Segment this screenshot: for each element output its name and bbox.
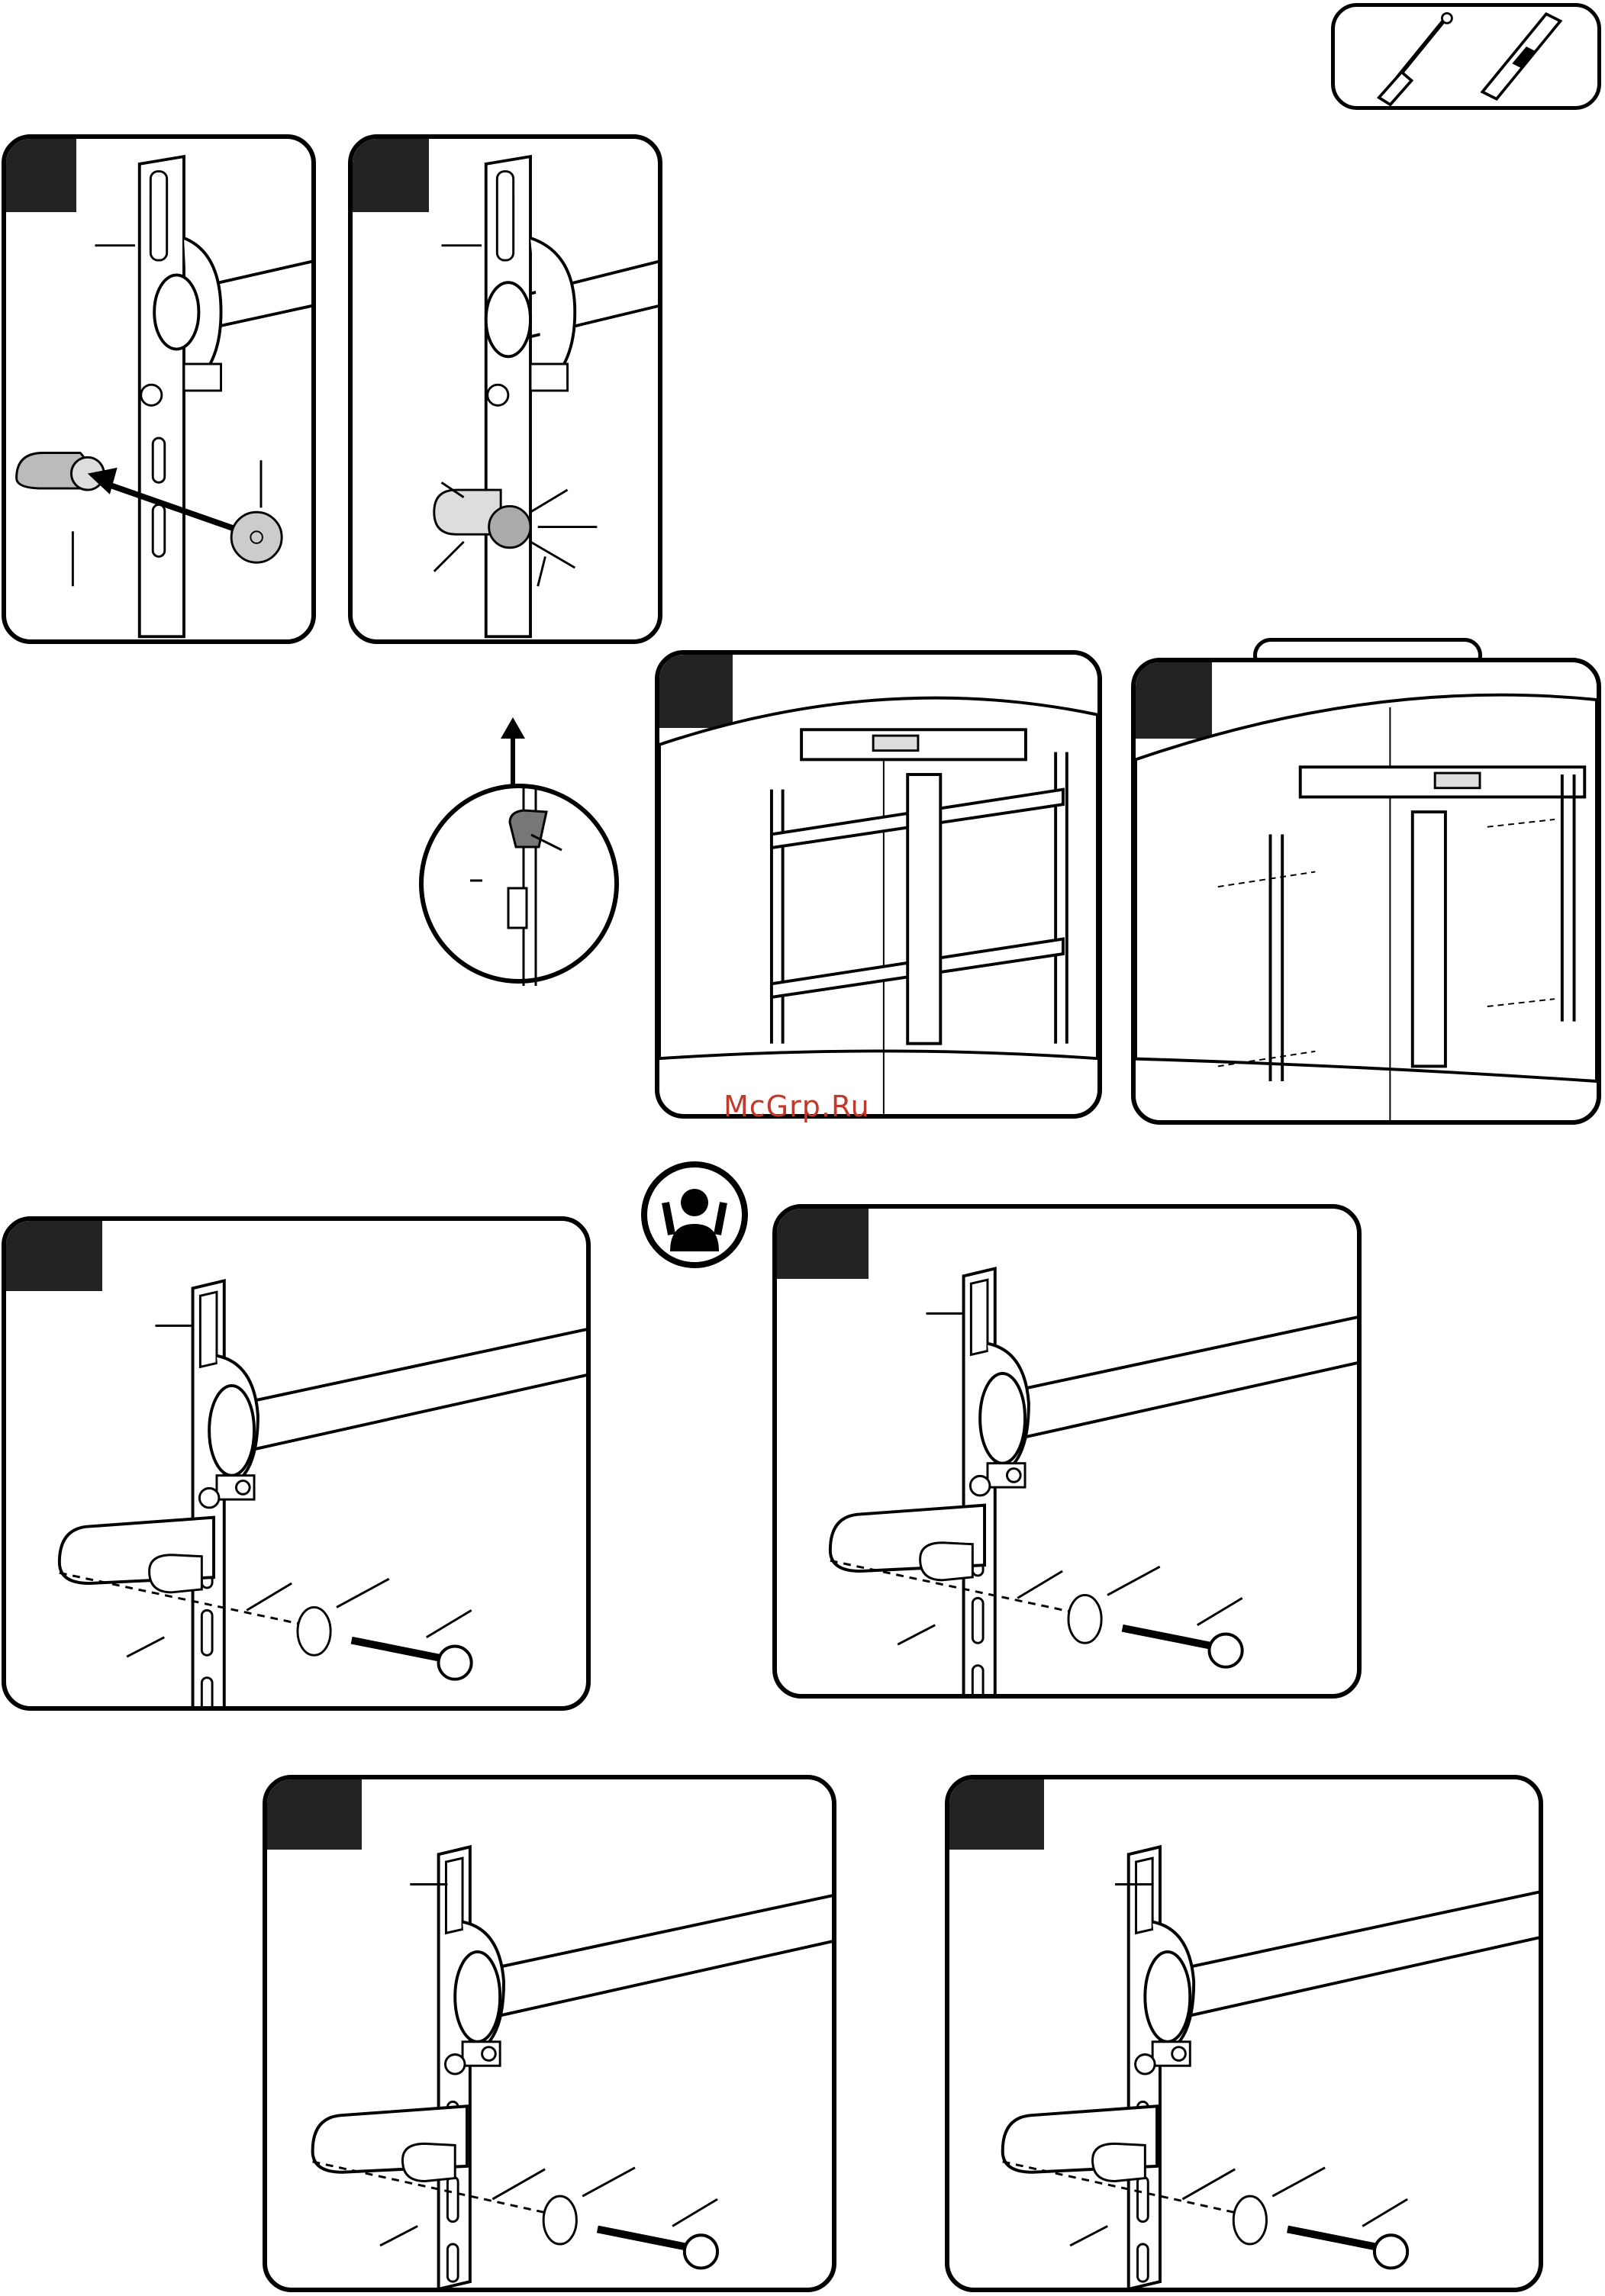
level-icon xyxy=(1482,14,1560,98)
screwdriver-icon xyxy=(1379,13,1452,105)
step-panel-4 xyxy=(1131,658,1601,1125)
detail-callout-circle xyxy=(417,781,621,986)
step-panel-3 xyxy=(655,650,1102,1119)
step-panel-8 xyxy=(945,1775,1543,2292)
step-panel-2 xyxy=(348,134,662,644)
up-arrow-icon xyxy=(498,717,528,786)
two-person-lift-icon xyxy=(640,1160,749,1270)
step-panel-1 xyxy=(2,134,316,644)
step-panel-7 xyxy=(263,1775,836,2292)
watermark-text: McGrp.Ru xyxy=(724,1090,870,1123)
tools-required-box xyxy=(1331,3,1601,110)
step-panel-6 xyxy=(772,1204,1362,1699)
step-panel-5 xyxy=(2,1216,591,1711)
